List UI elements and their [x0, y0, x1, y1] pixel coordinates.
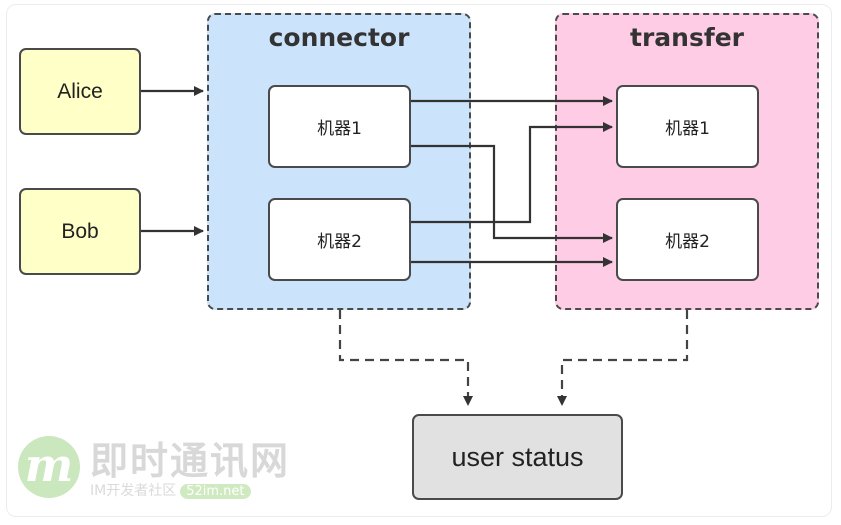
- user-alice: Alice: [19, 48, 141, 135]
- connector-title: connector: [268, 23, 410, 52]
- image-frame: [6, 4, 832, 517]
- watermark-title: 即时通讯网: [90, 439, 291, 483]
- transfer-title: transfer: [630, 23, 744, 52]
- transfer-machine-1: 机器1: [616, 85, 759, 168]
- arrow-c1-to-t2: [411, 144, 613, 243]
- watermark-logo: m: [18, 436, 80, 498]
- dashed-transfer-to-status: [557, 310, 689, 406]
- user-bob: Bob: [19, 188, 141, 275]
- dashed-connector-to-status: [338, 310, 473, 406]
- user-status-box: user status: [412, 414, 623, 500]
- connector-machine-1: 机器1: [268, 85, 411, 168]
- watermark-badge: 52im.net: [180, 484, 251, 499]
- transfer-machine-2: 机器2: [616, 198, 759, 281]
- arrow-c2-to-t1: [411, 122, 613, 224]
- connector-machine-2: 机器2: [268, 198, 411, 281]
